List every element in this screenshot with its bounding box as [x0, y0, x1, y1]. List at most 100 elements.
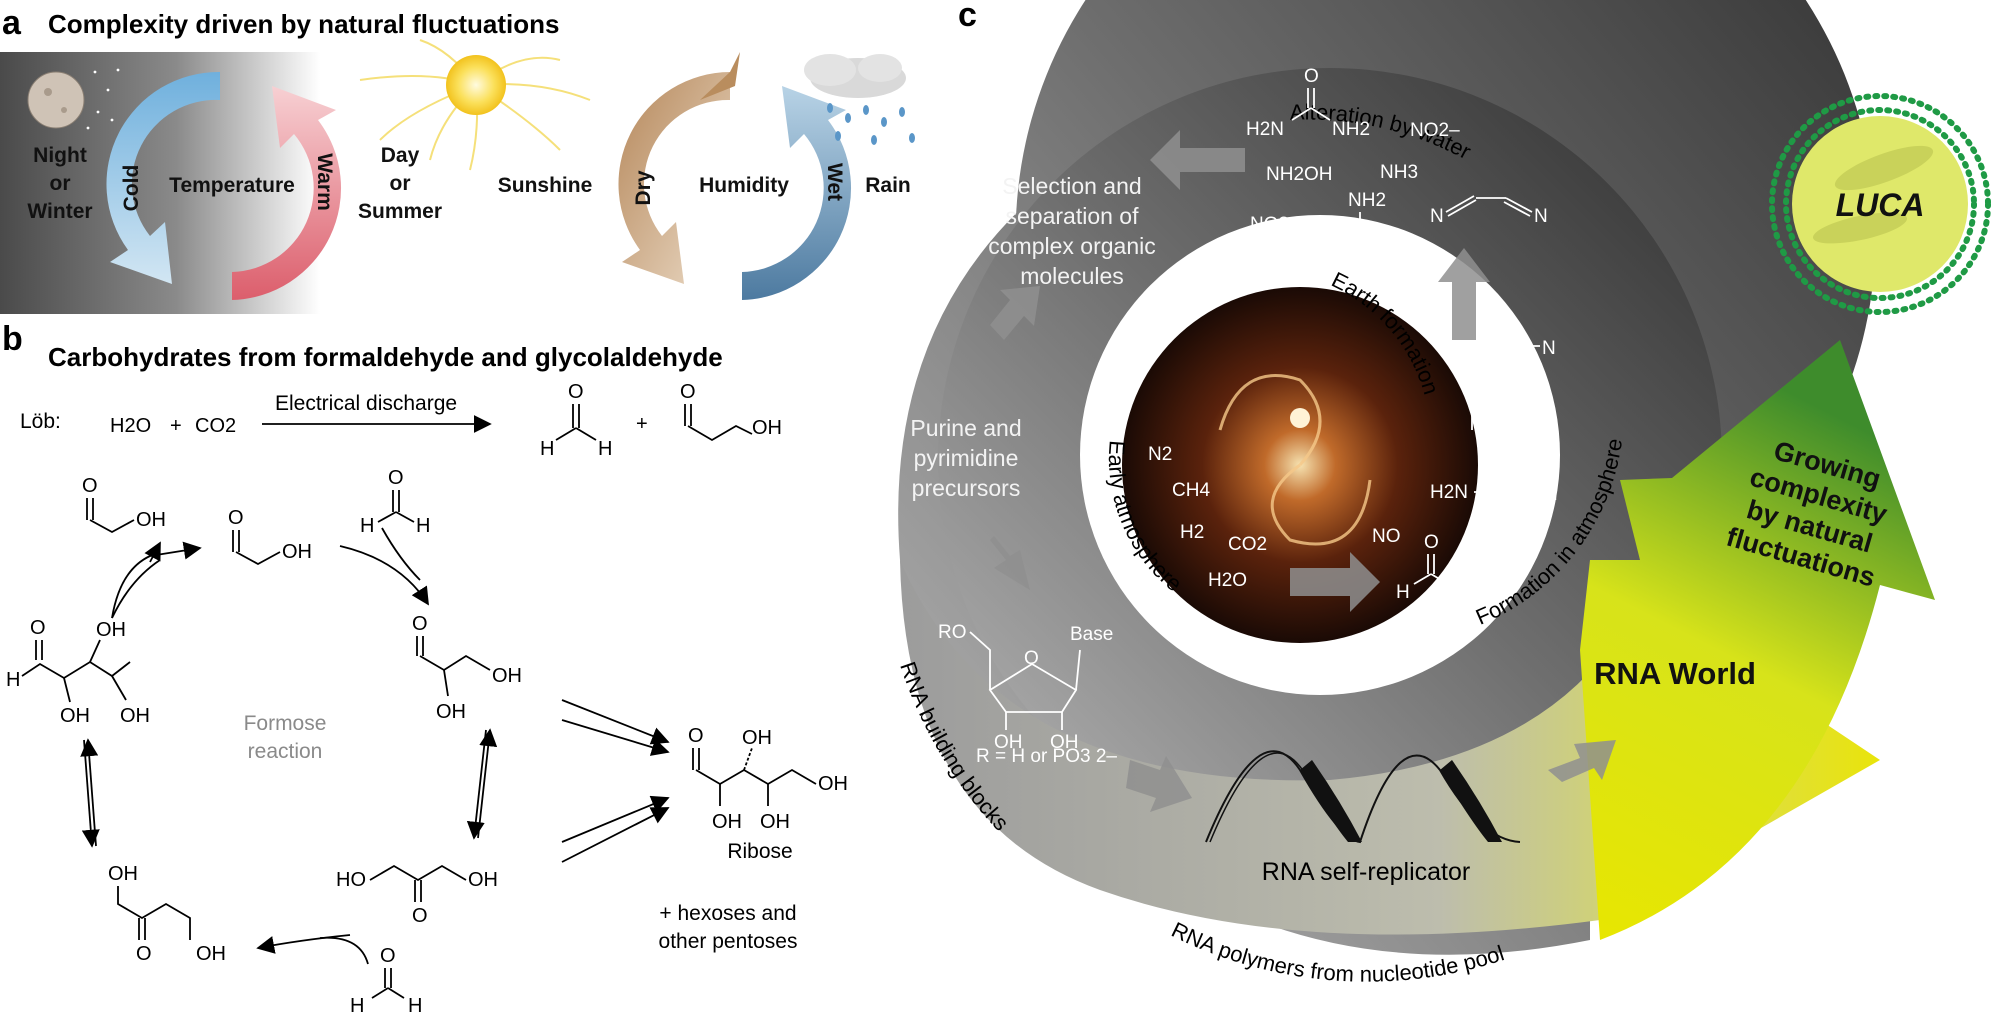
hydroxylamine-label: NH2OH: [1266, 164, 1333, 185]
wet-label: Wet: [823, 163, 846, 201]
svg-text:OH: OH: [742, 727, 772, 749]
cycle-arrow-bottom: [256, 934, 351, 954]
sunshine-label: Sunshine: [498, 174, 593, 197]
ribose-structure: O OH OH OH OH: [688, 725, 848, 833]
svg-text:N: N: [1544, 484, 1558, 505]
dry-label: Dry: [632, 170, 655, 205]
svg-text:HO: HO: [336, 869, 366, 891]
winter-label: Winter: [27, 200, 92, 223]
dry-arrow-head: [700, 52, 740, 100]
panel-a-letter: a: [2, 4, 22, 42]
svg-text:H: H: [540, 438, 554, 460]
ammonia-label: NH3: [1380, 162, 1418, 183]
moon-crater: [61, 107, 67, 113]
luca-cell-icon: [1769, 93, 1991, 315]
rna-self-replicator-label: RNA self-replicator: [1262, 858, 1470, 886]
svg-text:OH: OH: [282, 541, 312, 563]
day-label: Day: [381, 144, 420, 167]
svg-text:OH: OH: [818, 773, 848, 795]
svg-text:O: O: [412, 905, 428, 927]
svg-text:OH: OH: [436, 701, 466, 723]
stars-icon: [86, 68, 120, 130]
dihydroxyacetone-structure: HO O OH: [336, 864, 498, 927]
svg-text:OH: OH: [196, 943, 226, 965]
malononitrile-structure: N N: [1430, 195, 1548, 227]
nitrite-label: NO2–: [1410, 120, 1460, 141]
svg-text:OH: OH: [96, 619, 126, 641]
glyceraldehyde-structure: O OH OH: [412, 613, 522, 723]
formose-label-1: Formose: [244, 712, 327, 735]
svg-text:O: O: [136, 943, 152, 965]
cold-arrow: [106, 71, 220, 284]
svg-text:N: N: [1534, 206, 1548, 227]
svg-text:O: O: [680, 381, 696, 403]
warm-label: Warm: [313, 153, 336, 211]
svg-text:O: O: [228, 507, 244, 529]
svg-text:OH: OH: [108, 863, 138, 885]
urea-structure: O H2N NH2: [1246, 66, 1370, 140]
cold-label: Cold: [120, 165, 143, 212]
svg-text:H: H: [350, 995, 364, 1017]
rna-helix-icon: [1205, 750, 1521, 844]
moon-crater: [44, 88, 52, 96]
svg-text:H: H: [408, 995, 422, 1017]
ribose-label: Ribose: [727, 840, 792, 863]
rain-label: Rain: [865, 174, 911, 197]
other-sugars-label-1: + hexoses and: [659, 902, 796, 925]
svg-text:O: O: [1424, 532, 1439, 553]
night-label: Night: [33, 144, 87, 167]
svg-text:H: H: [6, 669, 20, 691]
svg-text:O: O: [388, 467, 404, 489]
svg-text:H2N: H2N: [1430, 482, 1468, 503]
panel-b-title: Carbohydrates from formaldehyde and glyc…: [48, 342, 723, 372]
glycolaldehyde-left: O OH: [82, 475, 166, 534]
sun-icon: [359, 39, 591, 171]
panel-c: c Alteration by water Earth formation Ea…: [895, 0, 1991, 987]
svg-text:O: O: [412, 613, 428, 635]
svg-text:O: O: [380, 945, 396, 967]
lob-plus: +: [170, 415, 182, 437]
svg-text:RO: RO: [938, 622, 967, 643]
svg-text:H: H: [1450, 582, 1464, 603]
purine-label-1: Purine and: [910, 415, 1021, 441]
svg-text:OH: OH: [120, 705, 150, 727]
lob-co2: CO2: [195, 415, 236, 437]
panel-c-letter: c: [958, 0, 977, 34]
nitrogen-label: N2: [1148, 444, 1172, 465]
selection-label-1: Selection and: [1002, 173, 1141, 199]
lob-label: Löb:: [20, 410, 61, 433]
process-arrows: [990, 130, 1616, 812]
svg-text:R1: R1: [1318, 238, 1342, 259]
nitrate-label: NO3–: [1250, 214, 1300, 235]
selection-label-3: complex organic: [988, 233, 1155, 259]
glycolaldehyde-top: O OH: [228, 507, 312, 566]
formaldehyde-bottom: O H H: [350, 945, 422, 1017]
formaldehyde-top: O H H: [360, 467, 430, 537]
svg-text:NH2: NH2: [1348, 190, 1386, 211]
cycle-arrow-up: [111, 541, 202, 619]
svg-text:Base: Base: [1070, 624, 1113, 645]
lob-h2o: H2O: [110, 415, 151, 437]
panel-a-title: Complexity driven by natural fluctuation…: [48, 9, 559, 39]
cyanoacetylene-structure: N: [1452, 338, 1556, 359]
svg-text:N: N: [1542, 338, 1556, 359]
svg-text:N: N: [1430, 206, 1444, 227]
nitric-oxide-label: NO: [1372, 526, 1401, 547]
water-label: H2O: [1208, 570, 1247, 591]
svg-text:H: H: [1396, 582, 1410, 603]
other-sugars-label-2: other pentoses: [659, 930, 798, 953]
aldotetrose-structure: O H OH OH OH: [6, 617, 150, 727]
purine-label-3: precursors: [912, 475, 1021, 501]
rain-cloud-icon: [804, 54, 915, 145]
luca-label: LUCA: [1836, 187, 1925, 223]
ketotetrose-structure: OH O OH: [108, 863, 226, 965]
svg-text:OH: OH: [994, 732, 1023, 753]
svg-text:H: H: [416, 515, 430, 537]
panel-b: b Carbohydrates from formaldehyde and gl…: [2, 320, 848, 1017]
formaldehyde-c-structure: O H H: [1396, 532, 1464, 603]
summer-label: Summer: [358, 200, 442, 223]
svg-text:NH: NH: [1380, 238, 1407, 259]
svg-text:OH: OH: [60, 705, 90, 727]
svg-text:O: O: [1468, 386, 1483, 407]
